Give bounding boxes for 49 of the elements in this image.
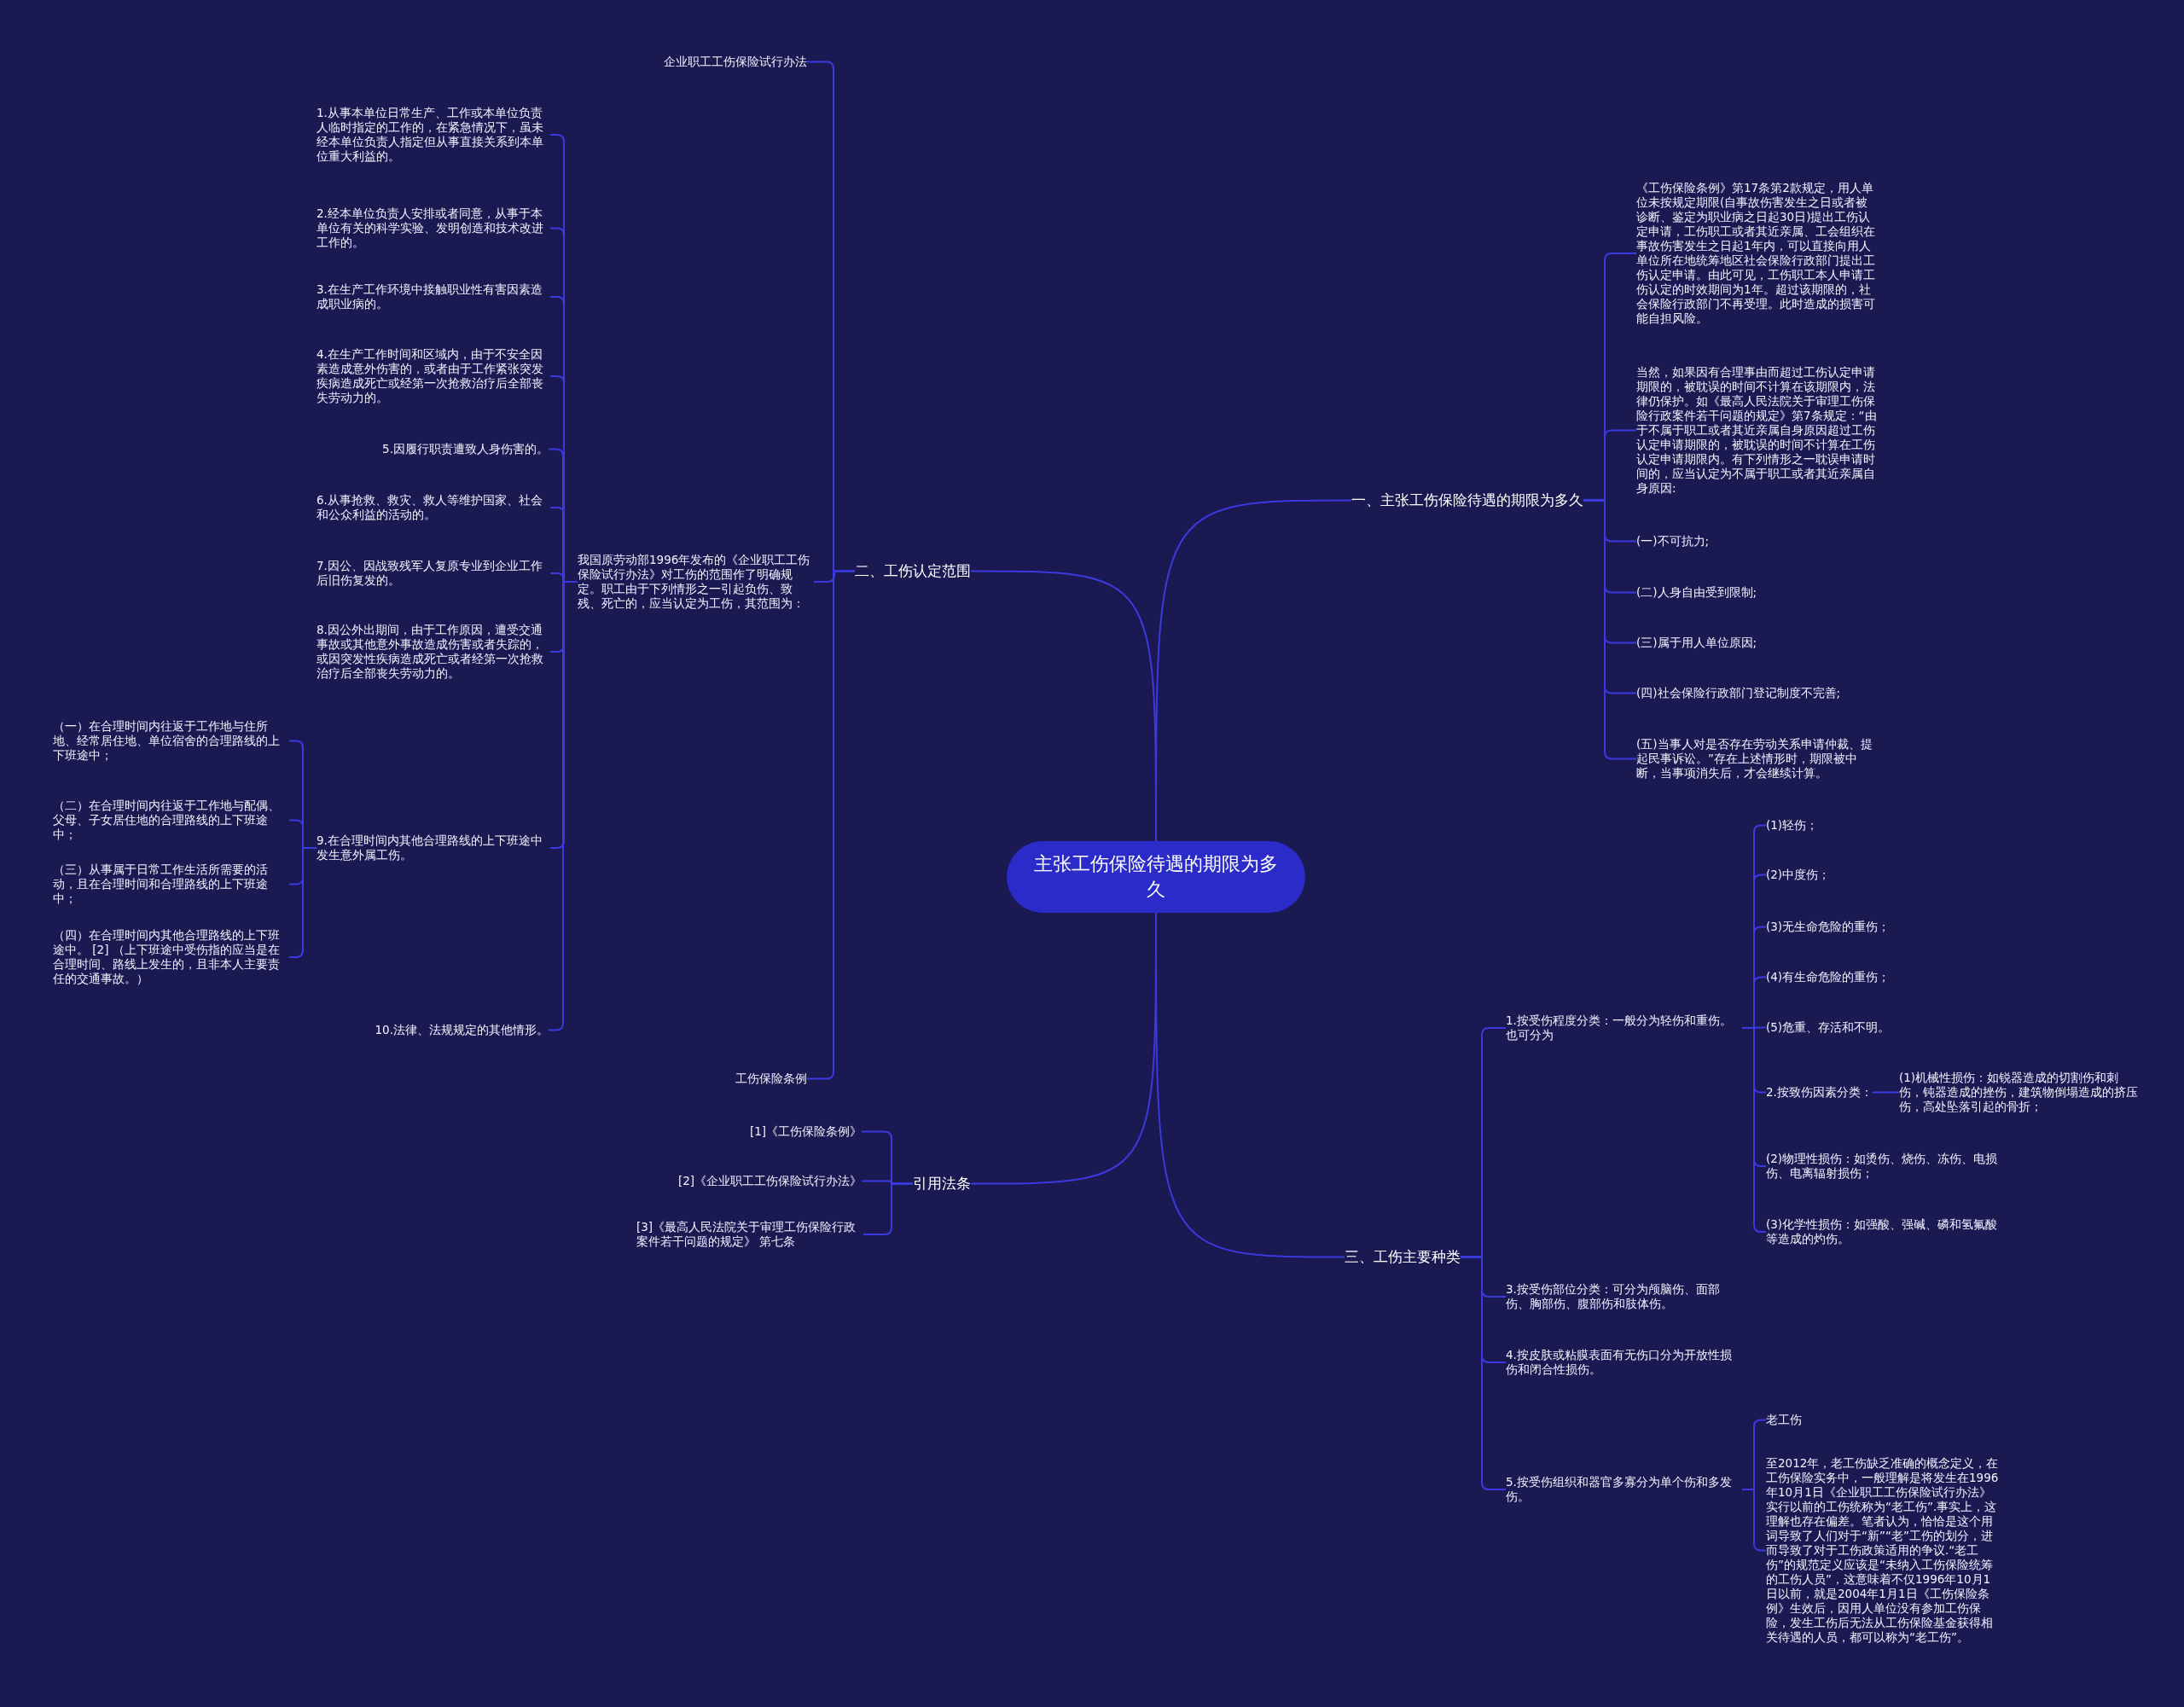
topic-text: 至2012年，老工伤缺乏准确的概念定义，在工伤保险实务中，一般理解是将发生在1996年10月1日《企业职工工伤保险试行办法》实行以前的工伤统称为“老工伤”.事实上，这理解也存在偏差。笔者认为，恰恰是这个用词导致了人们对于“新”“老”工伤的划分，进而导致了对于工伤政策适用的争议.“老工伤”的规范定义应该是“未纳入工伤保险统筹的工伤人员”，这意味着不仅1996年10月1日以前，就是2004年1月1日《工伤保险条例》生效后，因用人单位没有参加工伤保险，发生工伤后无法从工伤保险基金获得相关待遇的人员，都可以称为“老工伤”。 <box>1766 1456 2002 1645</box>
branch-topic: 引用法条 <box>913 1174 971 1193</box>
topic-text: 我国原劳动部1996年发布的《企业职工工伤保险试行办法》对工伤的范围作了明确规定。职工由于下列情形之一引起负伤、致残、死亡的，应当认定为工伤，其范围为： <box>578 553 814 611</box>
topic-text: 工伤保险条例 <box>735 1071 807 1086</box>
branch-topic: 三、工伤主要种类 <box>1345 1247 1461 1267</box>
topic-text: (三)属于用人单位原因; <box>1636 636 1757 650</box>
topic-text: 当然，如果因有合理事由而超过工伤认定申请期限的，被耽误的时间不计算在该期限内，法律仍保护。如《最高人民法院关于审理工伤保险行政案件若干问题的规定》第7条规定：“由于不属于职工或者其近亲属自身原因超过工伤认定申请期限的，被耽误的时间不计算在工伤认定申请期限内。有下列情形之一耽误申请时间的，应当认定为不属于职工或者其近亲属自身原因: <box>1636 365 1877 496</box>
topic-text: 9.在合理时间内其他合理路线的上下班途中发生意外属工伤。 <box>317 833 550 862</box>
topic-text: 1.按受伤程度分类：一般分为轻伤和重伤。也可分为 <box>1506 1013 1742 1042</box>
topic-text: (2)中度伤； <box>1766 868 1831 882</box>
topic-text: [3]《最高人民法院关于审理工伤保险行政案件若干问题的规定》 第七条 <box>636 1220 863 1249</box>
topic-text: （二）在合理时间内往返于工作地与配偶、父母、子女居住地的合理路线的上下班途中； <box>53 798 289 842</box>
topic-text: (四)社会保险行政部门登记制度不完善; <box>1636 686 1841 700</box>
topic-text: 10.法律、法规规定的其他情形。 <box>375 1023 549 1037</box>
topic-text: 4.按皮肤或粘膜表面有无伤口分为开放性损伤和闭合性损伤。 <box>1506 1348 1742 1377</box>
central-topic: 主张工伤保险待遇的期限为多久 <box>1007 841 1305 913</box>
topic-text: （三）从事属于日常工作生活所需要的活动，且在合理时间和合理路线的上下班途中； <box>53 862 289 906</box>
topic-text: 3.在生产工作环境中接触职业性有害因素造成职业病的。 <box>317 282 550 311</box>
topic-text: (一)不可抗力; <box>1636 534 1710 549</box>
branch-topic: 一、主张工伤保险待遇的期限为多久 <box>1351 491 1583 510</box>
connector-line <box>1583 499 1637 760</box>
topic-text: (3)无生命危险的重伤； <box>1766 920 1891 934</box>
topic-text: (4)有生命危险的重伤； <box>1766 970 1891 984</box>
topic-text: （四）在合理时间内其他合理路线的上下班途中。 [2] （上下班途中受伤指的应当是在合理时间、路线上发生的，且非本人主要责任的交通事故。） <box>53 928 289 986</box>
topic-text: [1]《工伤保险条例》 <box>749 1124 862 1139</box>
topic-text: (五)当事人对是否存在劳动关系申请仲裁、提起民事诉讼。”存在上述情形时，期限被中断，当事项消失后，才会继续计算。 <box>1636 737 1877 781</box>
topic-text: 2.经本单位负责人安排或者同意，从事于本单位有关的科学实验、发明创造和技术改进工作的。 <box>317 206 550 250</box>
topic-text: 《工伤保险条例》第17条第2款规定，用人单位未按规定期限(自事故伤害发生之日或者被诊断、鉴定为职业病之日起30日)提出工伤认定申请，工伤职工或者其近亲属、工会组织在事故伤害发生之日起1年内，可以直接向用人单位所在地统筹地区社会保险行政部门提出工伤认定申请。由此可见，工伤职工本人申请工伤认定的时效期间为1年。超过该期限的，社会保险行政部门不再受理。此时造成的损害可能自担风险。 <box>1636 181 1877 326</box>
topic-text: 4.在生产工作时间和区域内，由于不安全因素造成意外伤害的，或者由于工作紧张突发疾病造成死亡或经第一次抢救治疗后全部丧失劳动力的。 <box>317 347 550 405</box>
topic-text: (1)轻伤； <box>1766 818 1819 833</box>
topic-text: (3)化学性损伤：如强酸、强碱、磷和氢氟酸等造成的灼伤。 <box>1766 1217 2007 1246</box>
topic-text: (二)人身自由受到限制; <box>1636 585 1757 600</box>
topic-text: 5.因履行职责遭致人身伤害的。 <box>382 442 549 456</box>
topic-text: (5)危重、存活和不明。 <box>1766 1020 1891 1035</box>
topic-text: 7.因公、因战致残军人复原专业到企业工作后旧伤复发的。 <box>317 559 550 588</box>
topic-text: 老工伤 <box>1766 1413 1802 1427</box>
topic-text: （一）在合理时间内往返于工作地与住所地、经常居住地、单位宿舍的合理路线的上下班途中； <box>53 719 289 763</box>
connector-line <box>1871 1091 1900 1094</box>
topic-text: 6.从事抢救、救灾、救人等维护国家、社会和公众利益的活动的。 <box>317 493 550 522</box>
topic-text: 5.按受伤组织和器官多寡分为单个伤和多发伤。 <box>1506 1475 1742 1504</box>
topic-text: [2]《企业职工工伤保险试行办法》 <box>677 1174 862 1188</box>
topic-text: 3.按受伤部位分类：可分为颅脑伤、面部伤、胸部伤、腹部伤和肢体伤。 <box>1506 1282 1742 1311</box>
topic-text: 1.从事本单位日常生产、工作或本单位负责人临时指定的工作的，在紧急情况下，虽未经本单位负责人指定但从事直接关系到本单位重大利益的。 <box>317 106 550 164</box>
topic-text: (1)机械性损伤：如锐器造成的切割伤和刺伤，钝器造成的挫伤，建筑物倒塌造成的挤压伤，高处坠落引起的骨折； <box>1899 1071 2140 1114</box>
topic-text: 2.按致伤因素分类： <box>1766 1085 1873 1100</box>
topic-text: 企业职工工伤保险试行办法 <box>664 55 807 69</box>
topic-text: 8.因公外出期间，由于工作原因，遭受交通事故或其他意外事故造成伤害或者失踪的，或因突发性疾病造成死亡或者经第一次抢救治疗后全部丧失劳动力的。 <box>317 623 550 681</box>
topic-text: (2)物理性损伤：如烫伤、烧伤、冻伤、电损伤、电离辐射损伤； <box>1766 1152 2007 1181</box>
branch-topic: 二、工伤认定范围 <box>855 561 971 581</box>
